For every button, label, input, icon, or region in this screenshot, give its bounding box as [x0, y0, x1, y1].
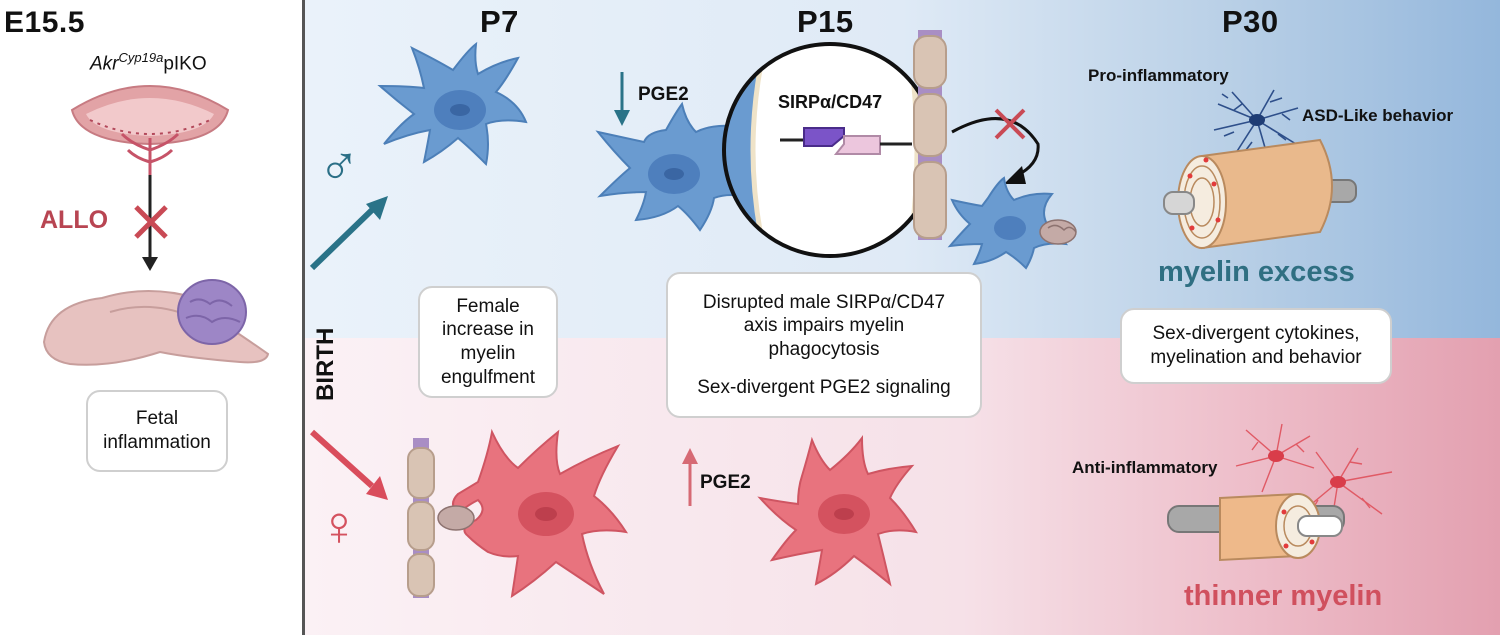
pro-inflammatory-microglia-icon [1213, 89, 1299, 159]
male-arrow-icon [309, 196, 388, 271]
fetal-brain-icon [42, 279, 270, 366]
thin-myelin-sheath-icon [1167, 492, 1345, 562]
female-engulfment-box: Female increase in myelin engulfment [418, 286, 558, 398]
p30-summary-box: Sex-divergent cytokines, myelination and… [1120, 308, 1392, 384]
male-microglia-p15-icon [595, 101, 754, 232]
female-microglia-p15-icon [757, 435, 918, 587]
pge2-divergent-text: Sex-divergent PGE2 signaling [697, 376, 951, 398]
stage-p7: P7 [480, 4, 519, 39]
anti-inflammatory-label: Anti-inflammatory [1072, 458, 1218, 477]
pge2-up-arrow-icon [682, 448, 698, 506]
thick-myelin-sheath-icon [1163, 138, 1357, 250]
genotype-label: AkrCyp19apIKO [90, 50, 207, 75]
male-microglia-engulf-icon [947, 176, 1077, 270]
blocked-phagocytosis-arrow-icon [951, 108, 1040, 184]
panel-divider [302, 0, 305, 635]
pro-inflammatory-label: Pro-inflammatory [1088, 66, 1229, 85]
sirp-findings-box: Disrupted male SIRPα/CD47 axis impairs m… [666, 272, 982, 418]
stage-p30: P30 [1222, 4, 1279, 39]
blocked-x-icon [134, 205, 168, 239]
stage-p15: P15 [797, 4, 854, 39]
birth-label: BIRTH [312, 327, 339, 401]
male-symbol-icon: ♂ [318, 134, 360, 197]
placenta-icon [70, 85, 230, 180]
female-pge2-label: PGE2 [700, 472, 751, 493]
sirp-cd47-label: SIRPα/CD47 [778, 92, 883, 112]
myelinated-axon-p15-icon [913, 30, 947, 240]
asd-behavior-label: ASD-Like behavior [1302, 106, 1454, 125]
genotype-superscript: Cyp19a [118, 50, 164, 65]
female-arrow-icon [309, 429, 388, 500]
male-microglia-p7-icon [377, 41, 528, 167]
allo-arrow-icon [142, 175, 158, 271]
allo-label: ALLO [40, 206, 109, 234]
pge2-down-arrow-icon [614, 72, 630, 126]
myelin-excess-label: myelin excess [1158, 256, 1355, 288]
thinner-myelin-label: thinner myelin [1184, 580, 1383, 612]
genotype-suffix: pIKO [163, 53, 207, 75]
stage-e15-5: E15.5 [4, 6, 85, 39]
genotype-gene: Akr [90, 53, 119, 75]
sirp-zoom-circle-icon [722, 42, 938, 258]
female-microglia-p7-icon [437, 428, 629, 599]
male-pge2-label: PGE2 [638, 84, 689, 105]
female-symbol-icon: ♀ [318, 494, 360, 557]
sirp-disrupted-text: Disrupted male SIRPα/CD47 axis impairs m… [702, 291, 946, 361]
myelinated-axon-p7-icon [407, 438, 435, 598]
fetal-inflammation-box: Fetal inflammation [86, 390, 228, 472]
anti-inflammatory-microglia-icon [1235, 423, 1393, 521]
